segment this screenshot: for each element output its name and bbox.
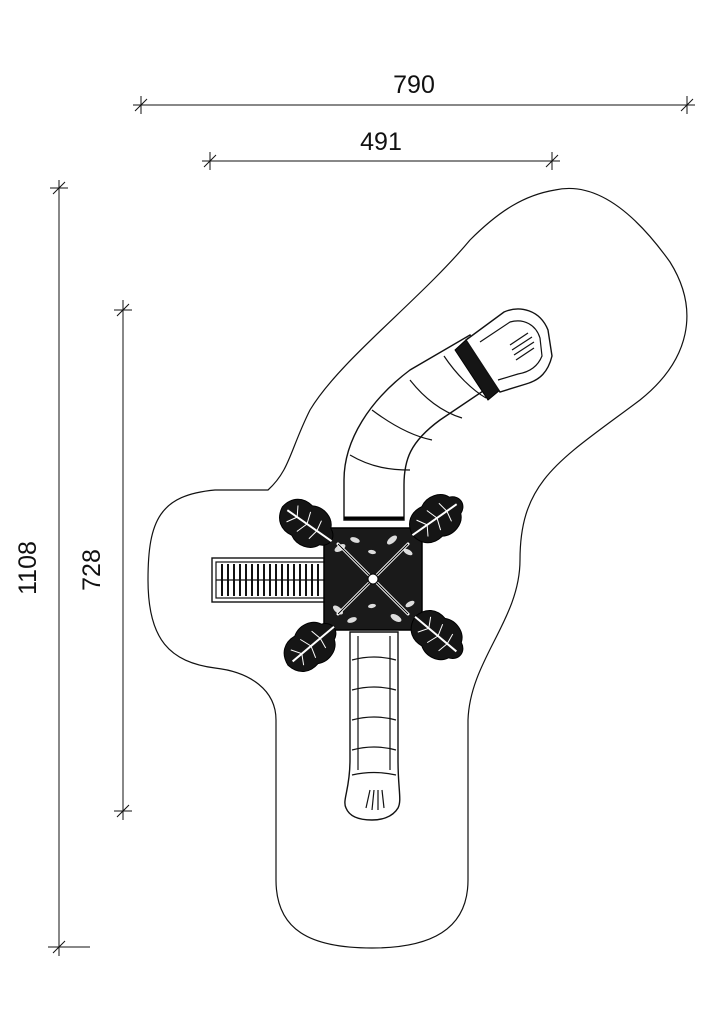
dimension-overall-length: 1108: [14, 180, 90, 956]
tree-leaf-icon: [409, 494, 464, 544]
platform-length-label: 728: [78, 549, 106, 591]
straight-slide: [344, 631, 401, 821]
safety-zone-outline: [147, 187, 688, 949]
tree-leaf-icon: [410, 610, 464, 661]
dimension-overall-width: 790: [133, 71, 695, 114]
overall-width-label: 790: [393, 71, 435, 99]
ladder-climber: [211, 557, 331, 603]
tower-platform: [323, 516, 423, 631]
platform-width-label: 491: [360, 128, 402, 156]
overall-length-label: 1108: [14, 541, 42, 595]
tree-leaf-icon: [279, 498, 334, 548]
dimension-platform-length: 728: [78, 300, 132, 820]
slide-exit-icon: [509, 332, 535, 361]
tree-leaf-icon: [283, 621, 337, 672]
tube-slide: [343, 308, 553, 521]
dimension-platform-width: 491: [202, 128, 560, 170]
